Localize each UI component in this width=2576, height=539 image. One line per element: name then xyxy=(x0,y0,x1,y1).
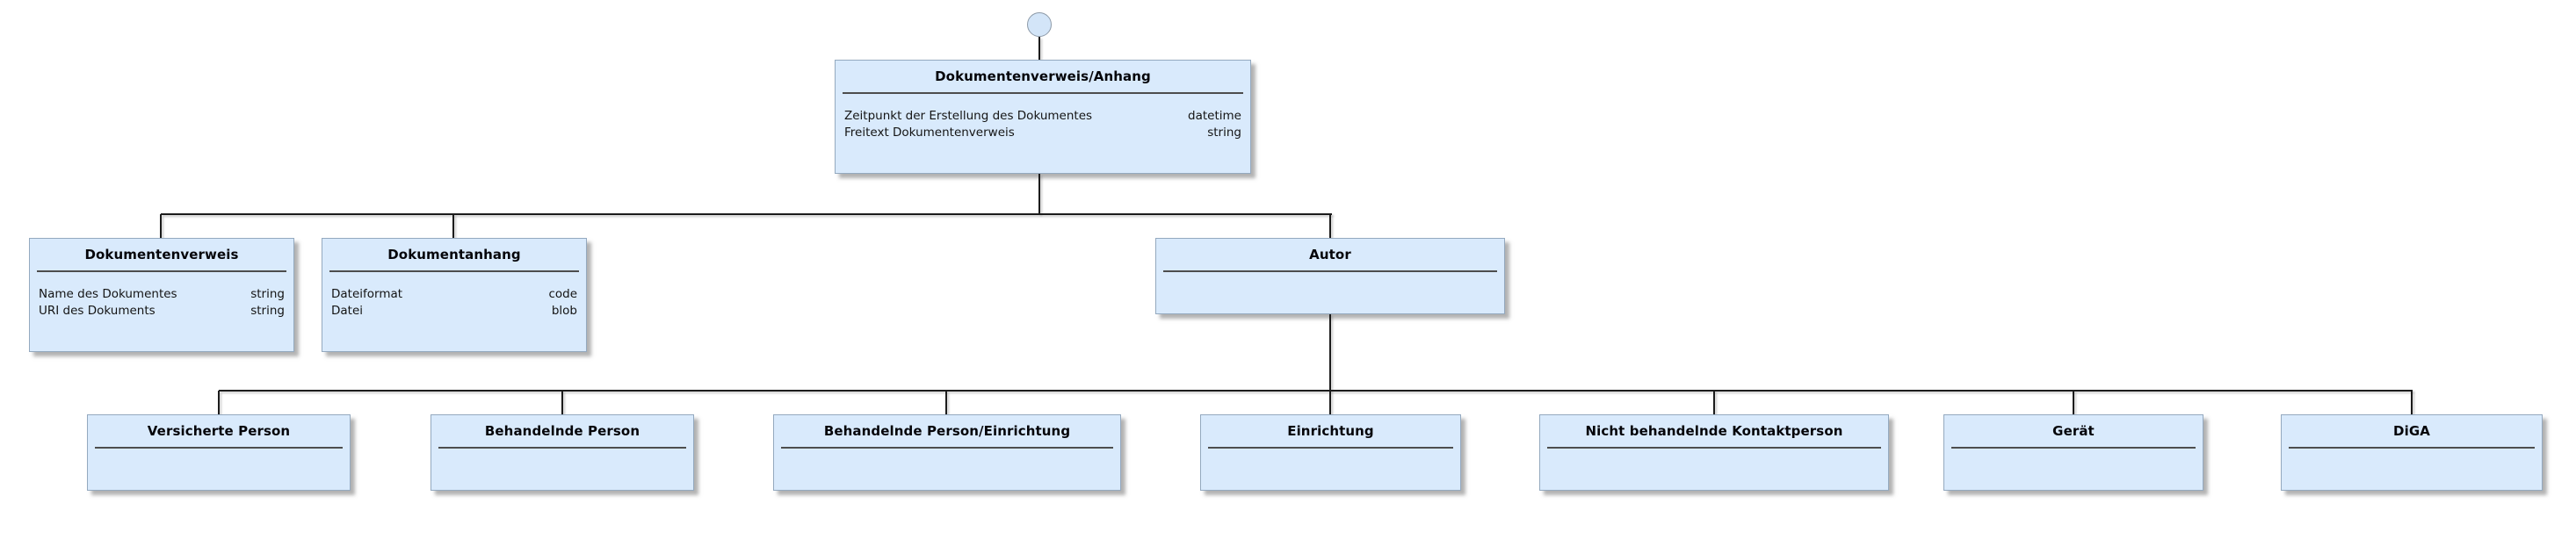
connector-to-dokumentenverweis xyxy=(160,214,162,238)
connector-to-behandelnde-person xyxy=(561,391,563,414)
node-einrichtung[interactable]: Einrichtung xyxy=(1200,414,1461,491)
node-diga[interactable]: DiGA xyxy=(2281,414,2543,491)
title-separator xyxy=(843,92,1243,94)
title-separator xyxy=(438,447,686,449)
node-title: Gerät xyxy=(2052,423,2095,439)
attribute-type: datetime xyxy=(1188,109,1241,123)
title-separator xyxy=(1951,447,2196,449)
node-title: Behandelnde Person/Einrichtung xyxy=(823,423,1071,439)
title-separator xyxy=(1163,270,1497,272)
attribute-type: string xyxy=(250,287,285,301)
attribute-row: Name des Dokumentes string xyxy=(39,286,285,303)
connector-to-einrichtung xyxy=(1329,391,1331,414)
connector-to-geraet xyxy=(2073,391,2074,414)
node-behandelnde-person[interactable]: Behandelnde Person xyxy=(431,414,694,491)
connector-to-behandelnde-person-einrichtung xyxy=(945,391,947,414)
connector-autor-down xyxy=(1329,314,1331,391)
attribute-type: blob xyxy=(551,304,577,318)
connector-to-diga xyxy=(2411,391,2413,414)
node-dokumentenverweis-anhang[interactable]: Dokumentenverweis/Anhang Zeitpunkt der E… xyxy=(835,60,1251,174)
connector-anchor-to-root xyxy=(1038,37,1040,60)
node-behandelnde-person-einrichtung[interactable]: Behandelnde Person/Einrichtung xyxy=(773,414,1121,491)
connector-level2-bus xyxy=(161,213,1332,215)
node-title: DiGA xyxy=(2393,423,2430,439)
node-title: Nicht behandelnde Kontaktperson xyxy=(1585,423,1843,439)
title-separator xyxy=(37,270,286,272)
connector-to-nicht-behandelnde-kontaktperson xyxy=(1713,391,1715,414)
node-geraet[interactable]: Gerät xyxy=(1943,414,2203,491)
connector-level3-bus xyxy=(219,390,2413,392)
connector-to-autor xyxy=(1329,214,1331,238)
attribute-name: Zeitpunkt der Erstellung des Dokumentes xyxy=(844,109,1093,123)
node-dokumentanhang[interactable]: Dokumentanhang Dateiformat code Datei bl… xyxy=(322,238,587,352)
node-nicht-behandelnde-kontaktperson[interactable]: Nicht behandelnde Kontaktperson xyxy=(1539,414,1889,491)
start-anchor-circle xyxy=(1027,12,1052,37)
attribute-name: Freitext Dokumentenverweis xyxy=(844,126,1015,140)
node-title: Autor xyxy=(1309,247,1351,262)
attribute-type: code xyxy=(548,287,577,301)
node-title: Dokumentanhang xyxy=(387,247,521,262)
title-separator xyxy=(1208,447,1453,449)
attribute-row: URI des Dokuments string xyxy=(39,303,285,320)
attribute-row: Datei blob xyxy=(331,303,577,320)
title-separator xyxy=(329,270,579,272)
title-separator xyxy=(1547,447,1881,449)
title-separator xyxy=(2289,447,2535,449)
attribute-row: Dateiformat code xyxy=(331,286,577,303)
node-title: Dokumentenverweis xyxy=(84,247,239,262)
attribute-type: string xyxy=(250,304,285,318)
title-separator xyxy=(95,447,343,449)
attribute-name: URI des Dokuments xyxy=(39,304,156,318)
node-title: Versicherte Person xyxy=(147,423,291,439)
attribute-name: Name des Dokumentes xyxy=(39,287,177,301)
node-title: Behandelnde Person xyxy=(484,423,640,439)
attribute-list: Name des Dokumentes string URI des Dokum… xyxy=(30,272,293,320)
attribute-row: Freitext Dokumentenverweis string xyxy=(844,125,1241,141)
attribute-type: string xyxy=(1207,126,1241,140)
connector-root-down xyxy=(1038,174,1040,214)
attribute-name: Datei xyxy=(331,304,364,318)
node-title: Dokumentenverweis/Anhang xyxy=(935,68,1151,84)
title-separator xyxy=(781,447,1113,449)
connector-to-dokumentanhang xyxy=(452,214,454,238)
attribute-list: Zeitpunkt der Erstellung des Dokumentes … xyxy=(836,94,1250,141)
node-dokumentenverweis[interactable]: Dokumentenverweis Name des Dokumentes st… xyxy=(29,238,294,352)
connector-to-versicherte-person xyxy=(218,391,220,414)
attribute-name: Dateiformat xyxy=(331,287,403,301)
node-title: Einrichtung xyxy=(1287,423,1374,439)
attribute-row: Zeitpunkt der Erstellung des Dokumentes … xyxy=(844,108,1241,125)
attribute-list: Dateiformat code Datei blob xyxy=(322,272,586,320)
node-versicherte-person[interactable]: Versicherte Person xyxy=(87,414,351,491)
node-autor[interactable]: Autor xyxy=(1155,238,1505,314)
